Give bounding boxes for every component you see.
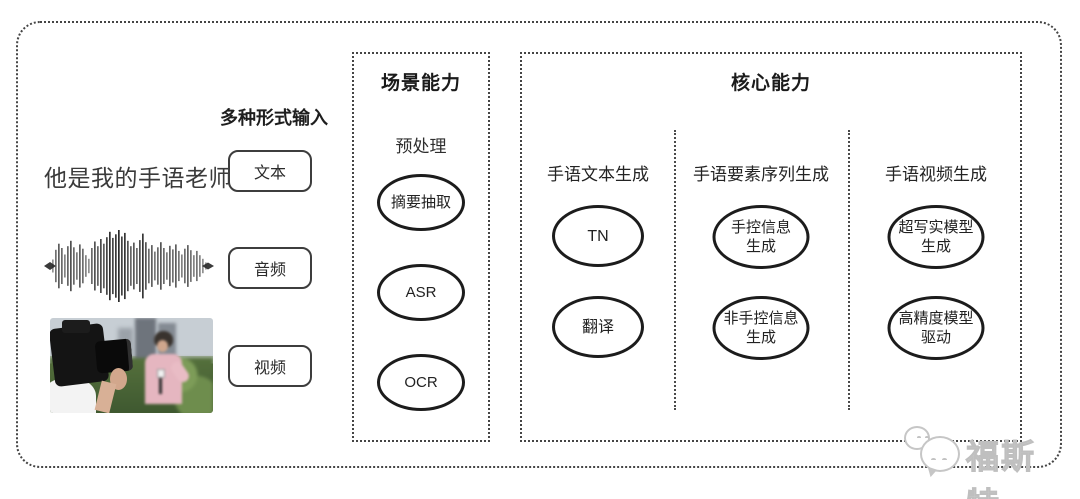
node-label-line1: 非手控信息	[723, 310, 799, 327]
node-label-line1: 手控信息	[730, 219, 791, 236]
node-translation: 翻译	[552, 296, 644, 358]
camera-viewfinder	[62, 320, 90, 333]
audio-waveform-icon	[44, 230, 214, 302]
building-silhouette	[134, 318, 156, 362]
bubble-eye	[925, 436, 929, 439]
input-type-video-label: 视频	[253, 360, 286, 377]
sample-sentence-text: 他是我的手语老师	[44, 165, 232, 191]
node-hyperrealistic-model-generation: 超写实模型 生成	[887, 205, 985, 269]
input-type-video-box: 视频	[228, 345, 312, 387]
node-summary-extraction: 摘要抽取	[377, 174, 465, 231]
outer-dotted-border	[16, 21, 1062, 468]
reporter-face	[157, 340, 169, 353]
node-high-precision-model-driving: 高精度模型 驱动	[887, 296, 985, 360]
node-asr: ASR	[377, 264, 465, 321]
preprocess-label: 预处理	[395, 137, 447, 156]
microphone-icon	[156, 369, 165, 379]
chat-bubble-tail	[924, 466, 938, 479]
node-label: 翻译	[581, 318, 614, 336]
node-label: OCR	[404, 374, 438, 391]
chat-bubble-icon	[920, 436, 960, 472]
watermark-text: 福斯特	[966, 438, 1036, 499]
input-type-audio-label: 音频	[253, 262, 286, 279]
reporter-figure	[135, 331, 191, 413]
node-tn: TN	[552, 205, 644, 267]
node-label-line2: 驱动	[920, 329, 951, 346]
microphone-handle	[159, 378, 163, 395]
video-input-photo	[50, 318, 213, 413]
input-type-text-box: 文本	[228, 150, 312, 192]
node-ocr: OCR	[377, 354, 465, 411]
bubble-eye	[931, 458, 936, 461]
node-label-line2: 生成	[920, 238, 951, 255]
scene-capability-panel: 场景能力 预处理 摘要抽取 ASR OCR	[352, 52, 490, 442]
node-label: 摘要抽取	[390, 194, 451, 211]
node-label: TN	[587, 227, 609, 245]
input-section-heading: 多种形式输入	[220, 108, 328, 128]
column-header: 手语文本生成	[547, 165, 649, 184]
column-divider	[674, 130, 676, 410]
watermark: 福斯特	[898, 424, 1070, 499]
node-label-line1: 超写实模型	[898, 219, 974, 236]
node-label-line2: 生成	[745, 329, 776, 346]
scene-capability-title: 场景能力	[380, 73, 461, 94]
bubble-eye	[917, 436, 921, 439]
node-label-line1: 高精度模型	[898, 310, 974, 327]
column-header: 手语要素序列生成	[693, 165, 829, 184]
node-manual-info-generation: 手控信息 生成	[712, 205, 810, 269]
node-non-manual-info-generation: 非手控信息 生成	[712, 296, 810, 360]
column-sign-element-sequence-generation: 手语要素序列生成 手控信息 生成 非手控信息 生成	[674, 54, 848, 440]
input-type-audio-box: 音频	[228, 247, 312, 289]
column-sign-text-generation: 手语文本生成 TN 翻译	[522, 54, 674, 440]
column-sign-video-generation: 手语视频生成 超写实模型 生成 高精度模型 驱动	[848, 54, 1024, 440]
column-header: 手语视频生成	[885, 165, 987, 184]
input-type-text-label: 文本	[253, 165, 286, 182]
bubble-eye	[942, 458, 947, 461]
node-label: ASR	[405, 284, 437, 301]
core-capability-title: 核心能力	[730, 73, 811, 94]
column-divider	[848, 130, 850, 410]
core-capability-panel: 核心能力 手语文本生成 TN 翻译 手语要素序列生成 手控信息 生成 非手控信息…	[520, 52, 1022, 442]
node-label-line2: 生成	[745, 238, 776, 255]
